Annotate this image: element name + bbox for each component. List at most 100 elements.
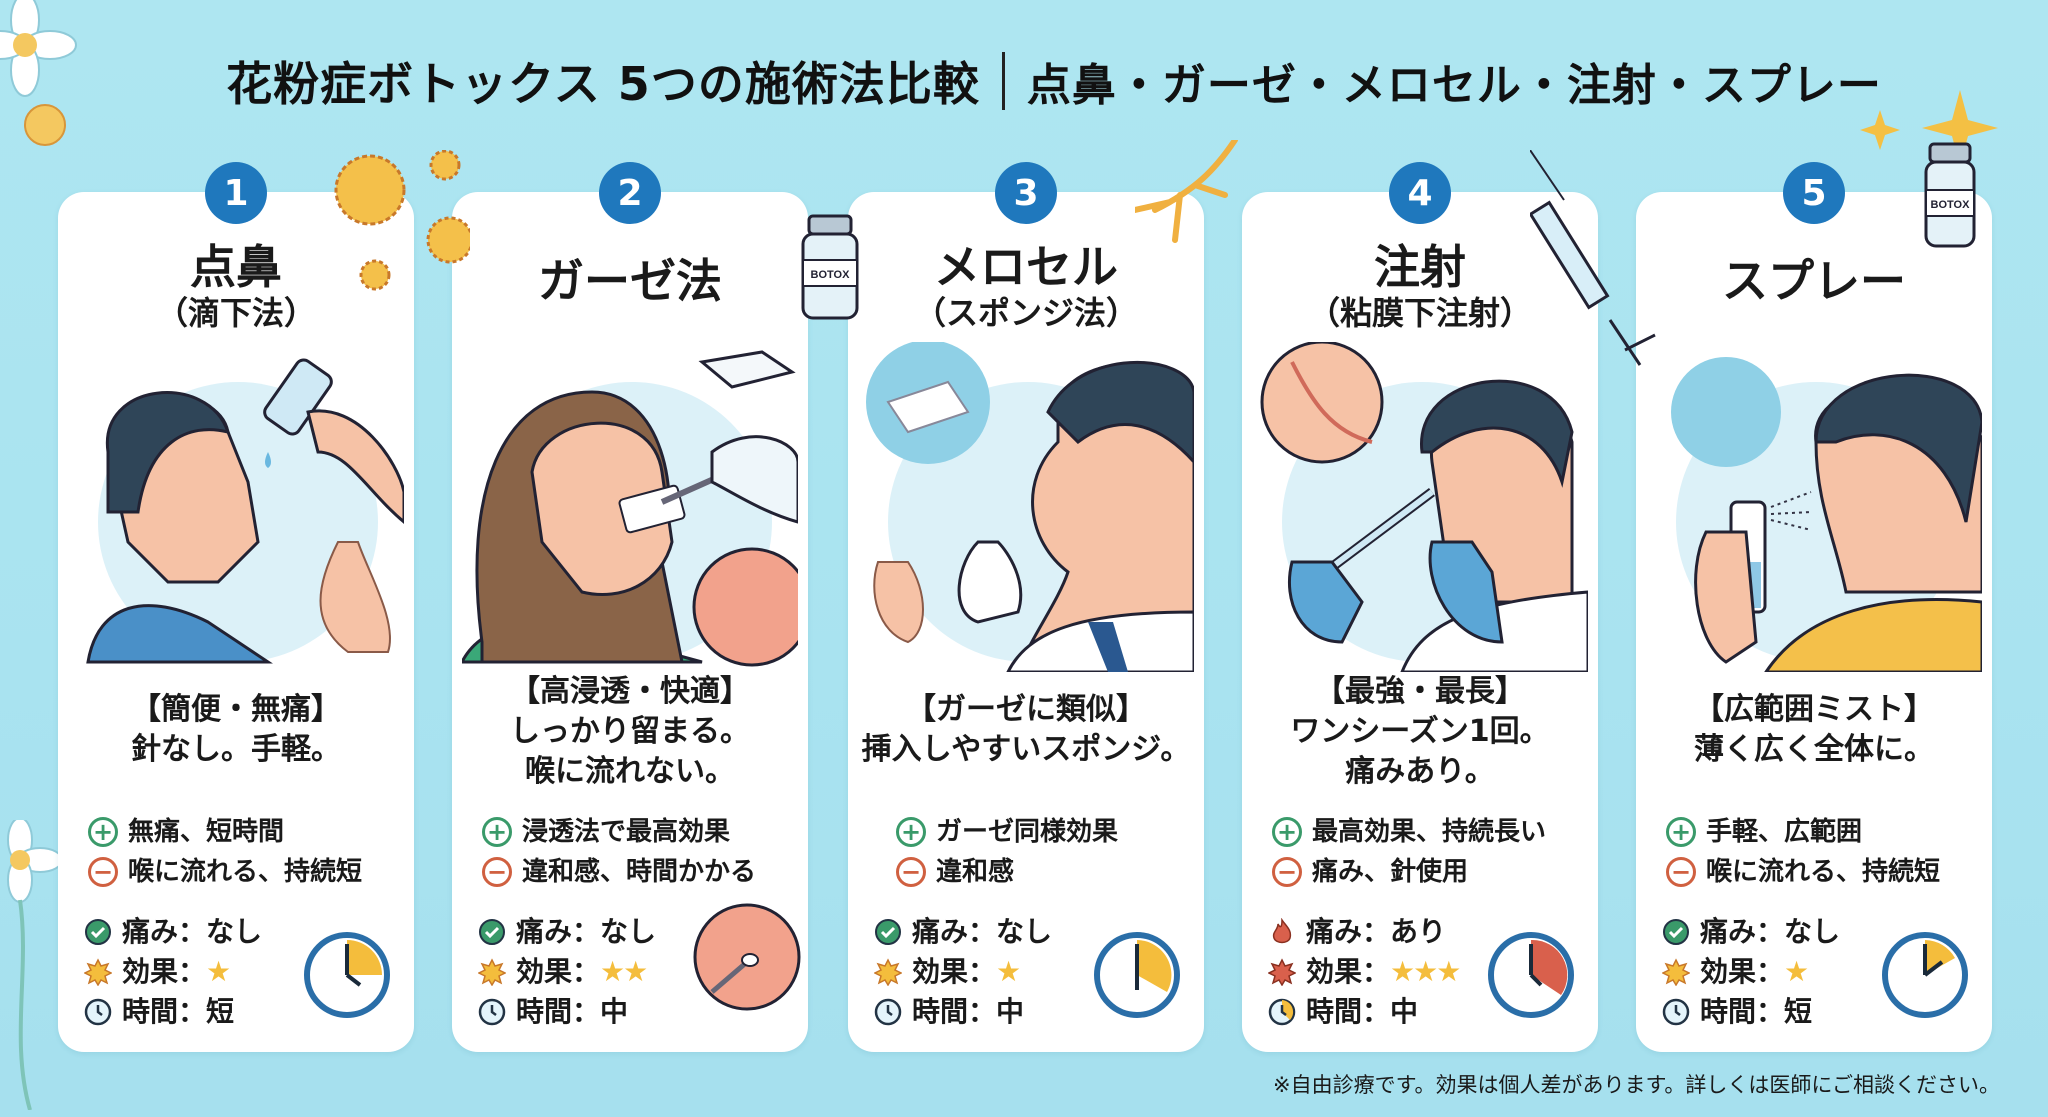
method-number-badge: 5: [1783, 162, 1845, 224]
summary-line: 痛みあり。: [1345, 754, 1495, 789]
summary-line: 喉に流れない。: [525, 754, 735, 789]
minus-icon: −: [896, 857, 926, 887]
effect-stat: 効果：★: [84, 952, 262, 992]
plus-icon: +: [896, 817, 926, 847]
pain-stat: 痛み：なし: [874, 912, 1052, 952]
method-name: 注射: [1374, 240, 1466, 294]
burst-icon: [874, 958, 902, 986]
time-text: 時間：中: [516, 995, 629, 1028]
burst-icon: [1662, 958, 1690, 986]
method-summary: 【最強・最長】 ワンシーズン1回。 痛みあり。: [1242, 672, 1598, 792]
plus-icon: +: [482, 817, 512, 847]
con-item: −喉に流れる、持続短: [88, 852, 408, 892]
pros-cons-list: +浸透法で最高効果 −違和感、時間かかる: [482, 812, 802, 892]
stats-list: 痛み：なし 効果：★ 時間：短: [84, 912, 262, 1032]
con-text: 違和感: [936, 857, 1015, 887]
summary-tag: 【広範囲ミスト】: [1694, 692, 1934, 727]
method-number-badge: 4: [1389, 162, 1451, 224]
star-rating: ★: [1784, 955, 1809, 988]
pros-cons-list: +手軽、広範囲 −喉に流れる、持続短: [1666, 812, 1986, 892]
disclaimer-note: ※自由診療です。効果は個人差があります。詳しくは医師にご相談ください。: [1273, 1073, 2000, 1097]
check-circle-icon: [479, 919, 505, 945]
summary-line: しっかり留まる。: [510, 714, 750, 749]
injection-illustration: [1252, 342, 1588, 672]
clock-icon: [84, 998, 112, 1026]
check-circle-icon: [1663, 919, 1689, 945]
effect-text: 効果：: [912, 955, 997, 988]
summary-line: 挿入しやすいスポンジ。: [861, 732, 1191, 767]
star-rating: ★: [996, 955, 1021, 988]
nose-drop-illustration: [68, 342, 404, 672]
method-card-gauze: 2 ガーゼ法 【高浸透・快適】 しっかり留まる。 喉に流れない。 + 浸透法で最高…: [452, 162, 808, 1052]
pro-text: 無痛、短時間: [128, 817, 285, 847]
summary-line: 針なし。手軽。: [131, 732, 341, 767]
method-subtitle: （粘膜下注射）: [1307, 294, 1532, 332]
time-stat: 時間：中: [874, 992, 1052, 1032]
clock-icon: [874, 998, 902, 1026]
page-header: 花粉症ボトックス 5つの施術法比較 点鼻・ガーゼ・メロセル・注射・スプレー: [0, 48, 2048, 114]
minus-icon: −: [1272, 857, 1302, 887]
summary-tag: 【簡便・無痛】: [131, 692, 341, 727]
method-name: メロセル: [934, 240, 1118, 294]
summary-line: ワンシーズン1回。: [1290, 714, 1550, 749]
star-rating: ★★★: [1390, 955, 1461, 988]
timer-clock-icon: [1882, 932, 1968, 1018]
effect-text: 効果：: [1700, 955, 1785, 988]
check-circle-icon: [875, 919, 901, 945]
pain-text: 痛み：あり: [1306, 915, 1447, 948]
method-number-badge: 2: [599, 162, 661, 224]
method-name: 点鼻: [190, 240, 282, 294]
burst-icon: [1268, 958, 1296, 986]
star-rating: ★: [206, 955, 231, 988]
effect-text: 効果：: [122, 955, 207, 988]
nasal-cavity-closeup-icon: [693, 903, 801, 1011]
method-summary: 【高浸透・快適】 しっかり留まる。 喉に流れない。: [452, 672, 808, 792]
con-text: 喉に流れる、持続短: [1706, 857, 1941, 887]
pain-text: 痛み：なし: [912, 915, 1053, 948]
clock-icon: [1662, 998, 1690, 1026]
page-subtitle: 点鼻・ガーゼ・メロセル・注射・スプレー: [1026, 60, 1882, 111]
method-summary: 【簡便・無痛】 針なし。手軽。: [58, 690, 414, 770]
pain-stat: 痛み：あり: [1268, 912, 1459, 952]
time-text: 時間：短: [1700, 995, 1813, 1028]
summary-tag: 【ガーゼに類似】: [906, 692, 1146, 727]
pros-cons-list: +ガーゼ同様効果 −違和感: [896, 812, 1216, 892]
pro-item: + 手軽、広範囲: [1666, 812, 1986, 852]
plus-icon: +: [1666, 817, 1696, 847]
spray-illustration: [1646, 342, 1982, 672]
con-item: −痛み、針使用: [1272, 852, 1592, 892]
pro-item: + 無痛、短時間: [88, 812, 408, 852]
flame-icon: [1272, 918, 1292, 944]
minus-icon: −: [88, 857, 118, 887]
page-title: 花粉症ボトックス 5つの施術法比較: [226, 57, 980, 111]
plus-icon: +: [88, 817, 118, 847]
pros-cons-list: +最高効果、持続長い −痛み、針使用: [1272, 812, 1592, 892]
stats-list: 痛み：なし 効果：★★ 時間：中: [478, 912, 656, 1032]
effect-text: 効果：: [516, 955, 601, 988]
pro-item: + 浸透法で最高効果: [482, 812, 802, 852]
time-text: 時間：中: [1306, 995, 1419, 1028]
time-text: 時間：短: [122, 995, 235, 1028]
timer-clock-icon: [1094, 932, 1180, 1018]
sponge-illustration: [858, 342, 1194, 672]
con-text: 違和感、時間かかる: [522, 857, 757, 887]
svg-text:BOTOX: BOTOX: [811, 269, 851, 281]
clock-icon: [478, 998, 506, 1026]
pain-text: 痛み：なし: [1700, 915, 1841, 948]
burst-icon: [478, 958, 506, 986]
pro-text: 浸透法で最高効果: [522, 817, 731, 847]
stats-list: 痛み：あり 効果：★★★ 時間：中: [1268, 912, 1461, 1032]
con-text: 喉に流れる、持続短: [128, 857, 363, 887]
method-summary: 【ガーゼに類似】 挿入しやすいスポンジ。: [848, 690, 1204, 770]
effect-stat: 効果：★: [1662, 952, 1840, 992]
method-subtitle: （スポンジ法）: [913, 294, 1138, 332]
effect-stat: 効果：★: [874, 952, 1052, 992]
con-item: −違和感: [896, 852, 1216, 892]
time-stat: 時間：中: [1268, 992, 1459, 1032]
method-name: スプレー: [1722, 254, 1906, 308]
plus-icon: +: [1272, 817, 1302, 847]
summary-tag: 【最強・最長】: [1315, 674, 1525, 709]
star-rating: ★★: [600, 955, 648, 988]
pro-text: 手軽、広範囲: [1706, 817, 1863, 847]
method-name: ガーゼ法: [538, 254, 722, 308]
